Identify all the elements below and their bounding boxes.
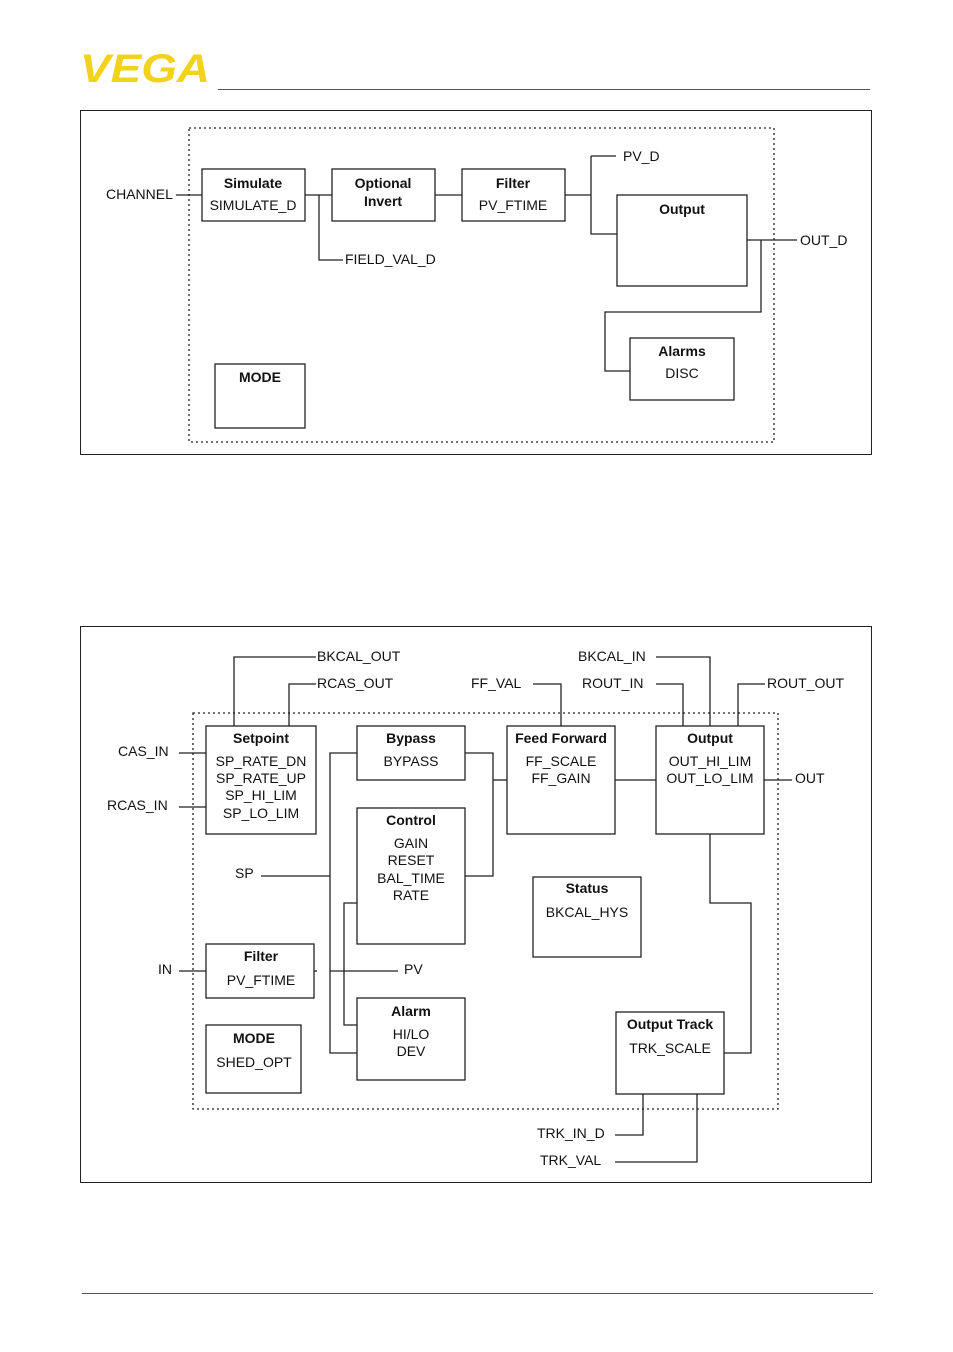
rcas-in-label: RCAS_IN: [107, 797, 168, 813]
figure1-diagram: CHANNEL Simulate SIMULATE_D Optional Inv…: [106, 127, 847, 443]
setpoint-block: [205, 725, 317, 835]
output-track-param: TRK_SCALE: [629, 1040, 711, 1056]
bkcal-in-label: BKCAL_IN: [578, 648, 646, 664]
setpoint-title: Setpoint: [233, 730, 289, 746]
invert-title: Invert: [364, 193, 402, 209]
sp-label: SP: [235, 865, 254, 881]
trk-val-label: TRK_VAL: [540, 1152, 601, 1168]
status-block: [532, 876, 642, 958]
header-rule: [218, 89, 870, 90]
field-val-d-label: FIELD_VAL_D: [345, 251, 436, 267]
output-title: Output: [659, 201, 705, 217]
mode-param: SHED_OPT: [216, 1054, 292, 1070]
status-title: Status: [566, 880, 609, 896]
output-param: OUT_LO_LIM: [666, 770, 753, 786]
footer-rule: [82, 1293, 873, 1294]
figure2-diagram: BKCAL_OUT RCAS_OUT FF_VAL BKCAL_IN ROUT_…: [107, 648, 844, 1168]
filter-title: Filter: [496, 175, 531, 191]
mode-title: MODE: [239, 369, 281, 385]
out-label: OUT: [795, 770, 825, 786]
setpoint-param: SP_RATE_UP: [216, 770, 306, 786]
in-label: IN: [158, 961, 172, 977]
filter-title: Filter: [244, 948, 279, 964]
control-param: BAL_TIME: [377, 870, 445, 886]
alarm-param: HI/LO: [393, 1026, 430, 1042]
simulate-param: SIMULATE_D: [210, 197, 297, 213]
figure-discrete-input-block: CHANNEL Simulate SIMULATE_D Optional Inv…: [80, 110, 872, 455]
feed-forward-param: FF_GAIN: [531, 770, 590, 786]
trk-in-d-label: TRK_IN_D: [537, 1125, 605, 1141]
vega-logo-text: VEGA: [80, 50, 210, 84]
cas-in-label: CAS_IN: [118, 743, 169, 759]
control-param: RATE: [393, 887, 429, 903]
simulate-title: Simulate: [224, 175, 283, 191]
output-title: Output: [687, 730, 733, 746]
alarms-param: DISC: [665, 365, 698, 381]
alarm-block: [356, 997, 466, 1081]
mode-block: [205, 1024, 302, 1094]
alarm-param: DEV: [397, 1043, 426, 1059]
bkcal-out-label: BKCAL_OUT: [317, 648, 401, 664]
out-d-label: OUT_D: [800, 232, 847, 248]
control-param: RESET: [388, 852, 435, 868]
pv-d-label: PV_D: [623, 148, 660, 164]
ff-val-label: FF_VAL: [471, 675, 522, 691]
pv-label: PV: [404, 961, 423, 977]
filter-param: PV_FTIME: [479, 197, 547, 213]
vega-logo: VEGA: [80, 50, 210, 84]
alarms-block: [629, 337, 735, 401]
filter-param: PV_FTIME: [227, 972, 295, 988]
setpoint-param: SP_RATE_DN: [216, 753, 307, 769]
status-param: BKCAL_HYS: [546, 904, 628, 920]
mode-title: MODE: [233, 1030, 275, 1046]
bypass-param: BYPASS: [384, 753, 439, 769]
figure-pid-control-block: BKCAL_OUT RCAS_OUT FF_VAL BKCAL_IN ROUT_…: [80, 626, 872, 1183]
rcas-out-label: RCAS_OUT: [317, 675, 394, 691]
rout-in-label: ROUT_IN: [582, 675, 643, 691]
control-title: Control: [386, 812, 436, 828]
setpoint-param: SP_LO_LIM: [223, 805, 299, 821]
setpoint-param: SP_HI_LIM: [225, 787, 297, 803]
optional-title: Optional: [355, 175, 412, 191]
alarms-title: Alarms: [658, 343, 706, 359]
output-param: OUT_HI_LIM: [669, 753, 751, 769]
rout-out-label: ROUT_OUT: [767, 675, 844, 691]
alarm-title: Alarm: [391, 1003, 431, 1019]
function-block-boundary: [188, 127, 775, 443]
feed-forward-param: FF_SCALE: [526, 753, 597, 769]
output-track-title: Output Track: [627, 1016, 714, 1032]
mode-block: [214, 363, 306, 429]
feed-forward-title: Feed Forward: [515, 730, 607, 746]
control-param: GAIN: [394, 835, 428, 851]
channel-label: CHANNEL: [106, 186, 173, 202]
bypass-title: Bypass: [386, 730, 436, 746]
